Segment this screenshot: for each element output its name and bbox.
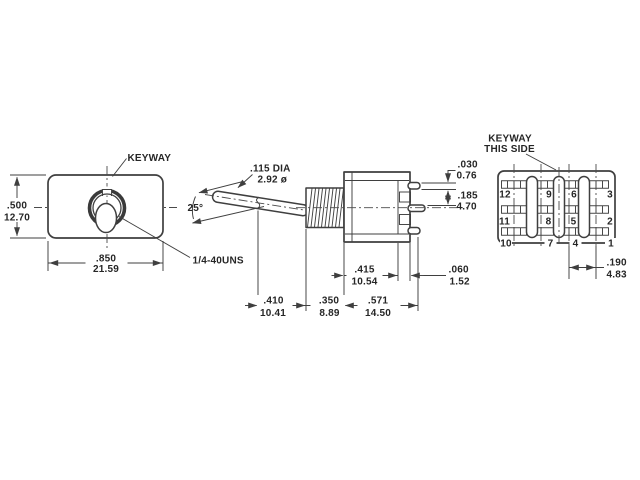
dim-panel-width: .850 21.59 (47, 241, 164, 275)
dim-extension-lines (568, 246, 597, 279)
dim-extension-lines (421, 182, 456, 206)
switch-body (343, 171, 411, 243)
number-backing (544, 238, 557, 248)
number-backing (500, 238, 512, 248)
terminal-number: 5 (571, 217, 577, 228)
lower-extension-lines (257, 210, 419, 311)
terminal-number: 8 (546, 217, 552, 228)
actuator-slot (525, 175, 539, 239)
terminal-number: 11 (499, 217, 510, 228)
dim-terminal-stack: .030 0.76 .185 4.70 (421, 160, 479, 213)
thread-label: 1/4-40UNS (193, 256, 244, 267)
body-depth-mm: 10.54 (351, 277, 377, 288)
terminal-number: 9 (546, 190, 552, 201)
number-backing (605, 238, 617, 248)
dim-row-upper: .415 10.54 .060 1.52 (331, 264, 471, 288)
angle-arc (191, 196, 196, 220)
dim-text-backing (356, 295, 401, 317)
body-depth-in: .415 (354, 265, 375, 276)
dim-text-backing (254, 295, 293, 317)
dim-text-backing (1, 199, 34, 222)
keyway-notch (102, 189, 112, 196)
actuator-dia-line2: 2.92 ø (258, 175, 288, 186)
terminal-number: 3 (607, 190, 613, 201)
actuator-slot (577, 175, 591, 239)
terminal-pin-middle (407, 204, 426, 213)
throw-angle-label: 25° (188, 203, 204, 214)
dim-extension-lines (10, 174, 46, 239)
side-view: 25° .115 DIA 2.92 ø .030 0.76 .185 4.7 (188, 160, 479, 320)
dim-text-backing (346, 264, 383, 286)
width-dim-mm: 21.59 (93, 264, 119, 275)
body-length-in: .571 (368, 296, 389, 307)
dim-text-backing (85, 252, 128, 273)
terminal-number: 4 (573, 239, 579, 250)
lever-dim-in: .410 (263, 296, 284, 307)
terminal-spacing-mm: 4.70 (457, 202, 478, 213)
angle-wing-lower (192, 206, 265, 225)
keyway-note-line2: THIS SIDE (484, 144, 535, 155)
terminal-number: 10 (500, 239, 512, 250)
body-detail-lines (345, 172, 409, 242)
angle-wing-upper (198, 181, 244, 194)
dim-row-lower: .410 10.41 .350 8.89 .571 14.50 (245, 295, 418, 319)
keyway-label: KEYWAY (128, 153, 172, 164)
lever-dim-mm: 10.41 (260, 308, 286, 319)
terminal-number: 7 (548, 239, 554, 250)
number-backing (569, 238, 582, 248)
actuator-dia-line1: .115 DIA (250, 164, 291, 175)
terminal-thickness-mm: 0.76 (457, 171, 478, 182)
toggle-tip (94, 202, 118, 234)
terminal-offset-in: .060 (449, 265, 470, 276)
width-dim-in: .850 (96, 254, 117, 265)
dim-throw-angle: 25° (188, 181, 265, 225)
terminal-pin-top (407, 181, 421, 190)
terminal-number: 1 (608, 239, 614, 250)
pitch-dim-in: .190 (607, 258, 628, 269)
terminal-spacing-in: .185 (458, 191, 479, 202)
body-notch-lower (399, 214, 411, 225)
keyway-note-line1: KEYWAY (488, 134, 532, 145)
keyway-leader (112, 158, 127, 177)
terminal-number: 2 (607, 217, 613, 228)
terminal-number: 12 (499, 190, 511, 201)
rear-view: 12 9 6 3 11 8 5 2 10 7 4 1 KEYWAY THIS S… (484, 134, 627, 281)
keyway-notch-clear (102, 186, 112, 196)
dim-terminal-pitch: .190 4.83 (568, 246, 628, 281)
pitch-dim-mm: 4.83 (607, 270, 628, 281)
terminal-offset-mm: 1.52 (450, 277, 471, 288)
actuator-dia-leader (237, 174, 253, 188)
keyway-note-leader (525, 153, 557, 171)
dim-text-backing (310, 295, 348, 317)
dim-extension-lines (47, 241, 164, 271)
terminal-pin-bottom (407, 226, 421, 235)
terminal-numbers: 12 9 6 3 11 8 5 2 10 7 4 1 (499, 190, 617, 250)
front-view: KEYWAY .500 12.70 .850 21.59 1/4-40UNS (1, 153, 244, 275)
thread-leader (118, 216, 191, 258)
body-notch-upper (399, 191, 411, 203)
bushing-dim-mm: 8.89 (319, 308, 340, 319)
terminal-thickness-in: .030 (458, 160, 479, 171)
bushing-dim-in: .350 (319, 296, 340, 307)
terminal-number: 6 (571, 190, 577, 201)
height-dim-mm: 12.70 (4, 213, 30, 224)
dim-shoulder (447, 170, 456, 171)
body-length-mm: 14.50 (365, 308, 391, 319)
height-dim-in: .500 (7, 201, 28, 212)
dim-panel-height: .500 12.70 (1, 174, 46, 239)
